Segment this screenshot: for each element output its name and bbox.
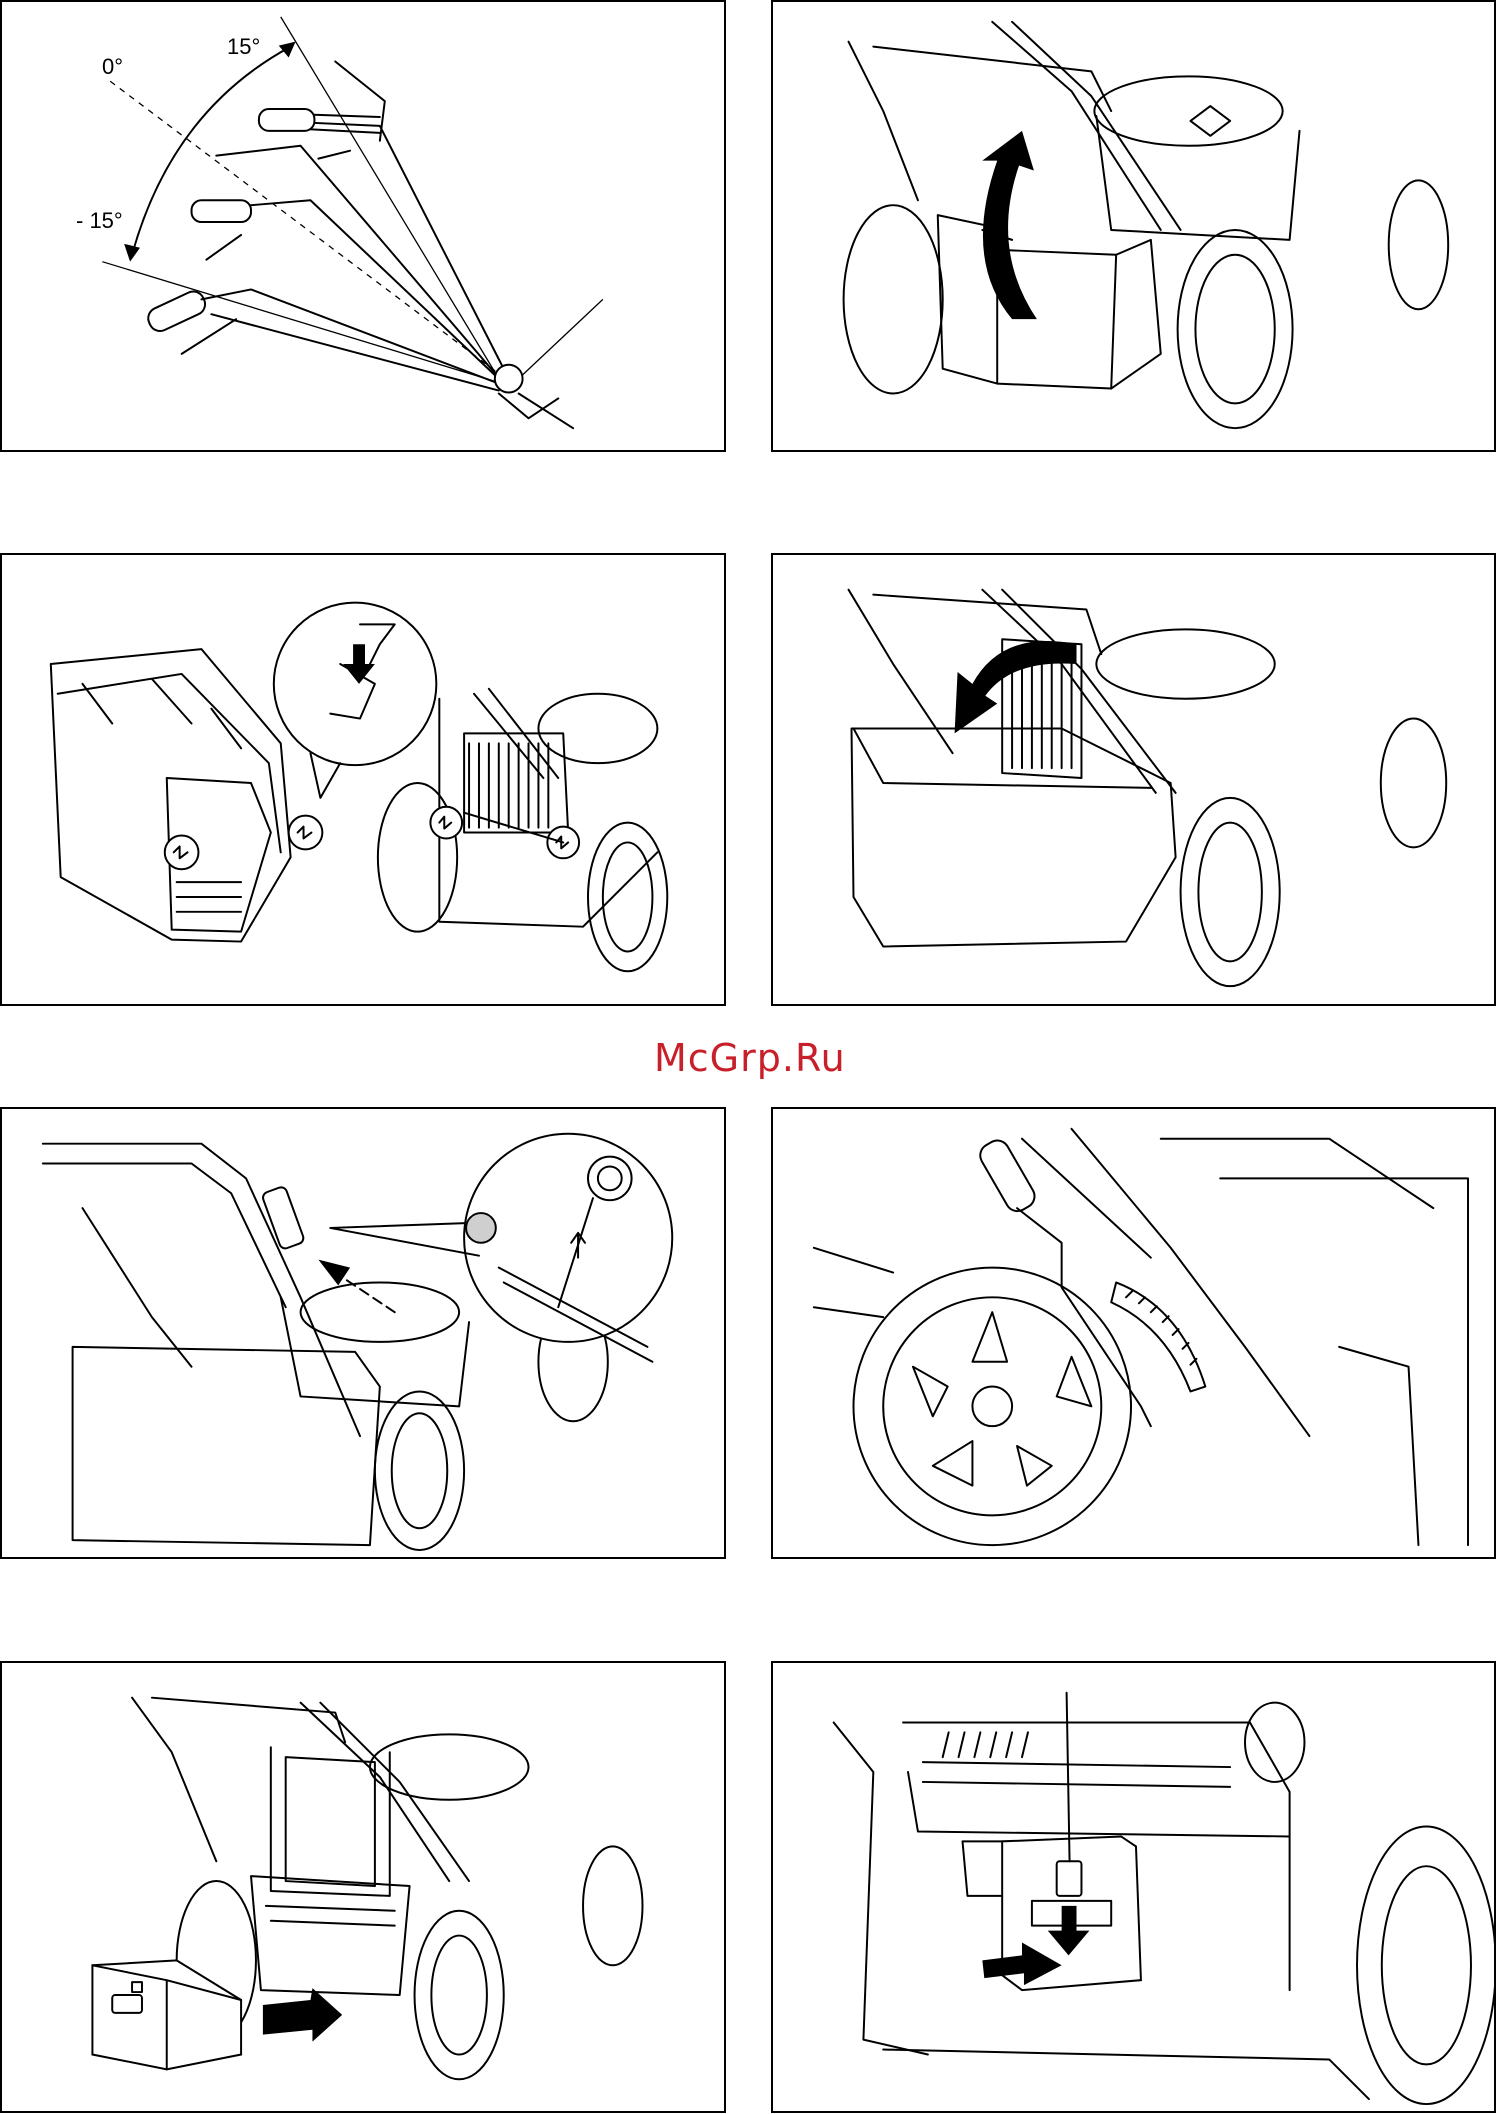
figure-lower-flap: [771, 553, 1496, 1006]
figure-handle-lever-detail: [0, 1107, 726, 1559]
figure-attach-catcher: [0, 553, 726, 1006]
watermark: McGrp.Ru: [654, 1036, 846, 1080]
attach-catcher-illustration: [2, 555, 724, 1004]
figure-mulch-plug-detail: [771, 1661, 1496, 2113]
cutting-height-illustration: [773, 1109, 1494, 1557]
figure-insert-mulch-plug: [0, 1661, 726, 2113]
figure-lift-rear-flap: [771, 0, 1496, 452]
handle-lever-illustration: [2, 1109, 724, 1557]
figure-handle-angle: 15° 0° - 15°: [0, 0, 726, 452]
lower-flap-illustration: [773, 555, 1494, 1004]
angle-label-zero: 0°: [102, 54, 123, 80]
angle-label-plus15: 15°: [227, 34, 260, 60]
angle-label-minus15: - 15°: [76, 208, 123, 234]
mulch-plug-illustration: [2, 1663, 724, 2111]
figure-cutting-height: [771, 1107, 1496, 1559]
mulch-plug-detail-illustration: [773, 1663, 1494, 2111]
lift-flap-illustration: [773, 2, 1494, 450]
